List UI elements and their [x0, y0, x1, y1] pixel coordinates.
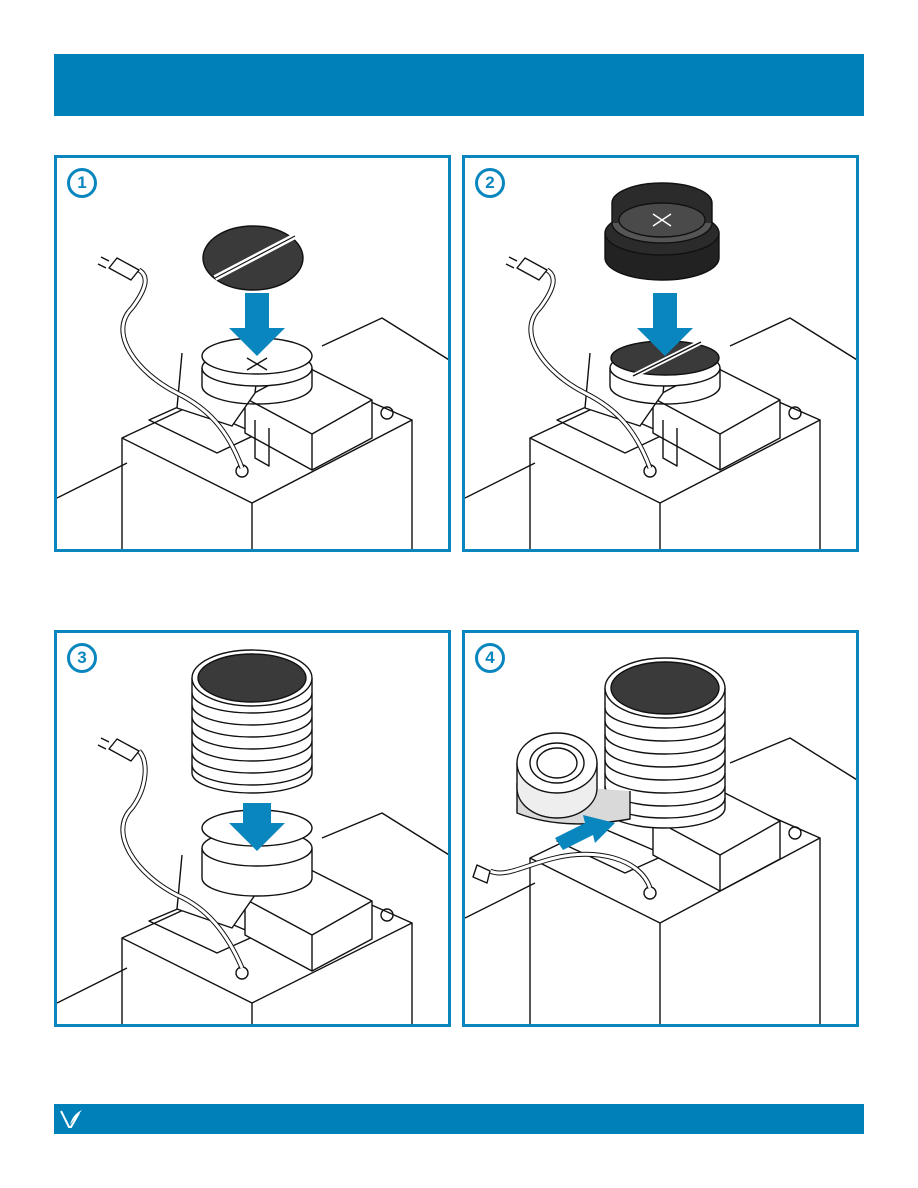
flex-hose — [192, 650, 312, 793]
step-1-illustration — [57, 158, 451, 552]
carbon-filter-disk — [203, 226, 303, 290]
footer-bar — [54, 1104, 864, 1134]
step-number-badge: 3 — [67, 643, 97, 673]
step-4-illustration — [465, 633, 859, 1027]
step-number-badge: 2 — [475, 168, 505, 198]
step-1-panel: 1 — [54, 155, 451, 552]
filter-cap — [605, 183, 719, 280]
header-bar — [54, 54, 864, 116]
step-3-panel: 3 — [54, 630, 451, 1027]
step-number-badge: 4 — [475, 643, 505, 673]
step-2-illustration — [465, 158, 859, 552]
step-4-panel: 4 — [462, 630, 859, 1027]
brand-logo-icon — [58, 1107, 84, 1131]
step-2-panel: 2 — [462, 155, 859, 552]
step-3-illustration — [57, 633, 451, 1027]
step-number-badge: 1 — [67, 168, 97, 198]
